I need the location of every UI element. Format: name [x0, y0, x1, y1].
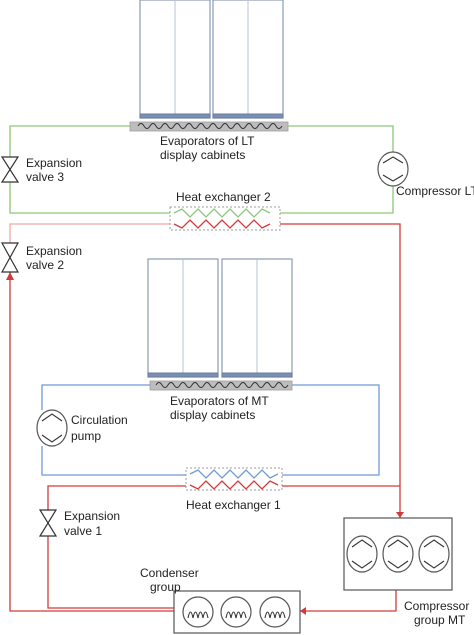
condenser-fan-1-coil: [187, 611, 209, 619]
mt-evaporator-coil-bar: [149, 380, 293, 391]
lt-pipe-right-lower: [280, 186, 394, 214]
evap-lt-label-2: display cabinets: [160, 148, 245, 162]
condenser-fan-1-icon: [182, 596, 214, 628]
ref-pipe-left-riser: [9, 272, 174, 612]
compressor-mt-2-icon: [382, 535, 414, 573]
mt-evaporator-coil-icon: [155, 382, 289, 388]
condenser-fan-3-coil: [264, 611, 286, 619]
flow-arrow-condenser-icon: [300, 607, 306, 615]
mt-cabinet-2-base: [221, 372, 293, 378]
flow-arrow-group-icon: [396, 512, 404, 518]
compressor-lt: [377, 151, 409, 187]
compressor-group-mt-frame: [343, 517, 453, 591]
compressor-lt-icon: [377, 151, 409, 187]
expansion-valve-2-label-1: Expansion: [26, 244, 82, 258]
compressor-mt-3-icon: [418, 535, 450, 573]
heat-exchanger-2-red-coil-icon: [173, 219, 271, 229]
ref-pipe-valve1-lower: [47, 536, 174, 609]
mt-cabinet-1-base: [147, 372, 219, 378]
expansion-valve-3-label-1: Expansion: [26, 156, 82, 170]
mt-secondary-loop: [41, 384, 380, 476]
ref-pipe-group-to-condenser: [300, 590, 397, 612]
condenser-group-label-2: group: [150, 580, 181, 594]
lt-pipe-top-right: [285, 125, 394, 152]
compressor-group-mt-label-2: group MT: [414, 613, 466, 627]
evap-mt-label-1: Evaporators of MT: [170, 394, 269, 408]
compressor-mt-1-mark: [351, 539, 373, 569]
condenser-group-label-1: Condenser: [140, 566, 199, 580]
expansion-valve-2-label-2: valve 2: [26, 258, 64, 272]
mt-pipe-top-left: [41, 384, 152, 410]
ref-pipe-valve1-upper: [47, 485, 186, 510]
lt-cabinet-2-base: [212, 113, 284, 119]
heat-exchanger-2-green-coil-icon: [173, 208, 271, 218]
circulation-pump-label-2: pump: [71, 429, 101, 443]
circulation-pump-icon: [36, 409, 68, 447]
compressor-mt-2-mark: [387, 539, 409, 569]
circulation-pump: [36, 409, 68, 447]
condenser-fan-2-coil: [225, 611, 247, 619]
expansion-valve-2: [0, 242, 20, 273]
mt-pipe-left-lower: [41, 446, 186, 476]
expansion-valve-3-label-2: valve 3: [26, 170, 64, 184]
compressor-group-mt-label-1: Compressor: [404, 599, 469, 613]
lt-evaporator-coil-icon: [137, 123, 283, 129]
expansion-valve-3: [0, 156, 20, 183]
compressor-mt-1-icon: [346, 535, 378, 573]
expansion-valve-1-icon: [38, 509, 58, 537]
lt-pipe-left-lower: [9, 182, 170, 214]
evap-lt-label-1: Evaporators of LT: [160, 134, 255, 148]
mt-display-cabinets: [147, 258, 293, 391]
heat-exchanger-1: [185, 467, 283, 491]
heat-exchanger-1-red-coil-icon: [189, 480, 279, 490]
compressor-lt-mark: [382, 156, 404, 182]
compressor-mt-3-mark: [423, 539, 445, 569]
expansion-valve-2-icon: [0, 242, 20, 273]
heat-exchanger-2-label: Heat exchanger 2: [176, 190, 271, 204]
lt-pipe-top: [9, 125, 130, 157]
expansion-valve-1-label-1: Expansion: [64, 509, 120, 523]
compressor-lt-label: Compressor LT: [396, 184, 474, 198]
expansion-valve-3-icon: [0, 156, 20, 183]
lt-display-cabinets: [129, 0, 289, 132]
condenser-fan-3-icon: [259, 596, 291, 628]
expansion-valve-1: [38, 509, 58, 537]
heat-exchanger-1-blue-coil-icon: [189, 469, 279, 479]
compressor-group-mt: [343, 517, 453, 591]
heat-exchanger-1-label: Heat exchanger 1: [186, 498, 281, 512]
circulation-pump-mark: [41, 413, 63, 443]
lt-cabinet-1-base: [139, 113, 211, 119]
heat-exchanger-2-box: [169, 206, 281, 231]
mt-pipe-top-right: [282, 384, 380, 476]
circulation-pump-label-1: Circulation: [71, 413, 128, 427]
evap-mt-label-2: display cabinets: [170, 408, 255, 422]
ref-pipe-hx2-to-group: [280, 223, 401, 518]
lt-evaporator-coil-bar: [129, 121, 289, 132]
condenser-fan-2-icon: [220, 596, 252, 628]
heat-exchanger-2: [169, 206, 281, 231]
refrigerant-loop: [6, 220, 404, 615]
lt-loop: [9, 125, 394, 214]
flow-arrow-riser-icon: [6, 272, 14, 280]
condenser-group: [173, 590, 301, 634]
expansion-valve-1-label-2: valve 1: [64, 524, 102, 538]
ref-pipe-hx2-outlet: [9, 223, 170, 243]
